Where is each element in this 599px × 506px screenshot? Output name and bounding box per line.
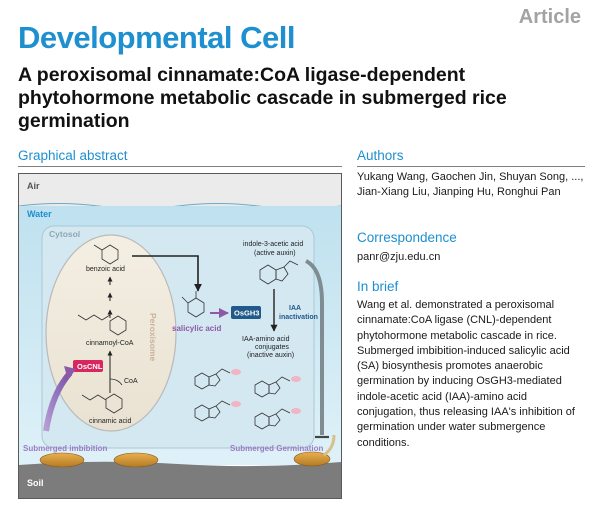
graphical-abstract-svg: Air Water Cytosol Peroxisome benzoic aci… bbox=[18, 173, 342, 499]
iaa-inactivation-label: IAA bbox=[289, 305, 301, 312]
conjugates-label-3: (inactive auxin) bbox=[247, 352, 294, 359]
correspondence-heading: Correspondence bbox=[357, 230, 457, 245]
correspondence-email[interactable]: panr@zju.edu.cn bbox=[357, 251, 441, 263]
soil-layer bbox=[19, 461, 341, 498]
seed-sprout bbox=[323, 434, 336, 457]
submerged-imbibition-arrow bbox=[43, 370, 73, 432]
iaa-inhibition-line bbox=[304, 259, 324, 435]
benzoic-acid-label: benzoic acid bbox=[86, 266, 125, 273]
journal-name[interactable]: Developmental Cell bbox=[18, 20, 295, 55]
salicylic-acid-label: salicylic acid bbox=[172, 324, 221, 333]
graphical-abstract-heading: Graphical abstract bbox=[18, 148, 128, 163]
cinnamoyl-coa-structure bbox=[77, 314, 127, 336]
graphical-abstract-rule bbox=[18, 166, 342, 167]
authors-list[interactable]: Yukang Wang, Gaochen Jin, Shuyan Song, .… bbox=[357, 171, 584, 199]
air-label: Air bbox=[27, 181, 40, 191]
cytosol-label: Cytosol bbox=[49, 229, 80, 239]
water-label: Water bbox=[27, 209, 52, 219]
cinnamoyl-coa-label: cinnamoyl-CoA bbox=[86, 340, 134, 347]
soil-label: Soil bbox=[27, 478, 44, 488]
benzoic-to-sa-arrow bbox=[132, 255, 202, 292]
oscnl-enzyme-box bbox=[73, 360, 103, 372]
cinnamic-acid-structure bbox=[81, 393, 123, 414]
iaa-label: indole-3-acetic acid bbox=[243, 241, 303, 248]
salicylic-acid-structure bbox=[181, 291, 205, 318]
benzoic-acid-structure bbox=[93, 244, 119, 265]
seed-middle bbox=[113, 452, 159, 468]
conjugates-label-2: conjugates bbox=[255, 344, 289, 351]
seed-left bbox=[39, 452, 85, 468]
peroxisome-region bbox=[45, 234, 177, 432]
in-brief-heading: In brief bbox=[357, 279, 399, 294]
osgh3-enzyme-box bbox=[231, 306, 261, 319]
oscnl-label: OsCNL bbox=[77, 362, 103, 371]
iaa-conjugate-structures bbox=[194, 368, 301, 430]
osgh3-label: OsGH3 bbox=[234, 309, 259, 318]
graphical-abstract-figure[interactable]: Air Water Cytosol Peroxisome benzoic aci… bbox=[18, 173, 342, 499]
submerged-imbibition-label: Submerged imbibition bbox=[23, 444, 108, 453]
seed-germinating bbox=[293, 451, 331, 467]
iaa-structure bbox=[259, 260, 299, 285]
article-title: A peroxisomal cinnamate:CoA ligase-depen… bbox=[18, 64, 507, 132]
cinnamic-acid-label: cinnamic acid bbox=[89, 418, 132, 425]
iaa-sublabel: (active auxin) bbox=[254, 250, 296, 257]
iaa-inactivation-label-2: inactivation bbox=[279, 314, 318, 321]
article-type-label: Article bbox=[518, 6, 581, 28]
peroxisome-label: Peroxisome bbox=[148, 313, 158, 361]
sidebar-rule bbox=[357, 166, 585, 167]
coa-label: CoA bbox=[124, 378, 138, 385]
air-layer bbox=[19, 174, 341, 206]
in-brief-text: Wang et al. demonstrated a peroxisomal c… bbox=[357, 299, 575, 449]
conjugates-label-1: IAA-amino acid bbox=[242, 336, 290, 343]
submerged-germination-label: Submerged Germination bbox=[230, 444, 323, 453]
authors-heading: Authors bbox=[357, 148, 404, 163]
